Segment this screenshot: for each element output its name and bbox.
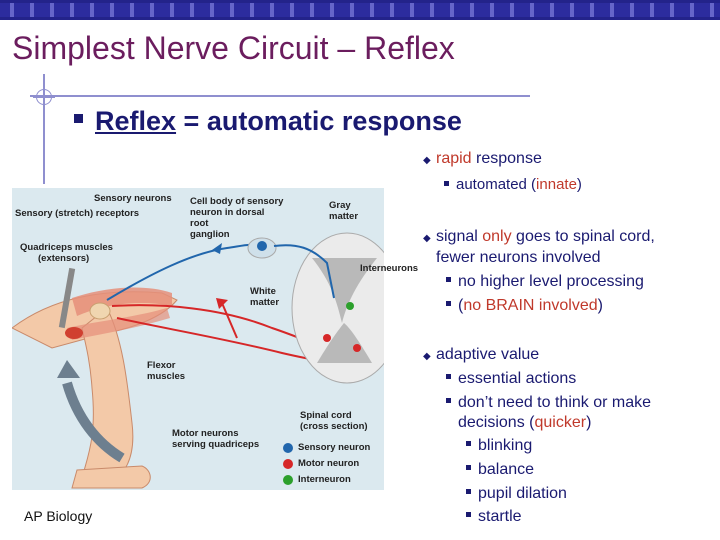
diamond-bullet-icon: ◆ bbox=[423, 155, 431, 166]
decorative-horizontal-line bbox=[30, 95, 530, 97]
diamond-bullet-icon: ◆ bbox=[423, 233, 431, 244]
sub-bullet-automated: automated (innate) bbox=[444, 176, 582, 193]
sub-bullet-dont-think: don’t need to think or make bbox=[446, 394, 651, 412]
bullet-signal: ◆signal only goes to spinal cord, bbox=[423, 228, 655, 245]
sub-bullet-no-brain: (no BRAIN involved) bbox=[446, 297, 603, 315]
footer-label: AP Biology bbox=[24, 508, 93, 524]
square-bullet-icon bbox=[446, 398, 451, 404]
sub-bullet-essential: essential actions bbox=[446, 370, 576, 388]
main-bullet-rest: = automatic response bbox=[176, 106, 462, 136]
main-bullet: Reflex = automatic response bbox=[74, 106, 462, 137]
bullet-rapid: ◆rapid response bbox=[423, 150, 542, 167]
sub-sub-bullet-balance: balance bbox=[466, 461, 534, 479]
square-bullet-icon bbox=[466, 489, 471, 495]
square-bullet-icon bbox=[466, 512, 471, 518]
label-spinal-cord-2: (cross section) bbox=[300, 421, 368, 432]
label-motor-neurons-1: Motor neurons bbox=[172, 428, 239, 439]
reflex-illustration bbox=[11, 232, 403, 489]
decorative-vertical-line bbox=[43, 74, 45, 184]
label-interneurons: Interneurons bbox=[360, 263, 419, 274]
crosshair-icon bbox=[33, 86, 55, 108]
square-bullet-icon bbox=[446, 277, 451, 283]
label-white-matter-1: White bbox=[250, 286, 276, 297]
sub-sub-bullet-pupil: pupil dilation bbox=[466, 485, 567, 503]
label-white-matter-2: matter bbox=[250, 297, 280, 308]
square-bullet-icon bbox=[444, 180, 449, 186]
label-flexor-2: muscles bbox=[147, 371, 186, 382]
sub-bullet-no-higher: no higher level processing bbox=[446, 273, 644, 291]
reflex-term: Reflex bbox=[95, 106, 177, 136]
top-banner bbox=[0, 0, 720, 20]
label-quadriceps-2: (extensors) bbox=[38, 253, 90, 264]
sub-sub-bullet-startle: startle bbox=[466, 508, 522, 526]
reflex-diagram: Sensory neurons Sensory (stretch) recept… bbox=[11, 188, 418, 490]
label-gray-matter-1: Gray bbox=[329, 200, 351, 211]
label-quadriceps-1: Quadriceps muscles bbox=[20, 242, 113, 253]
label-cell-body-1: Cell body of sensory bbox=[190, 196, 284, 207]
square-bullet-icon bbox=[446, 301, 451, 307]
label-sensory-neurons: Sensory neurons bbox=[94, 193, 172, 204]
diamond-bullet-icon: ◆ bbox=[423, 351, 431, 362]
banner-stripes bbox=[0, 3, 720, 17]
legend-motor: Motor neuron bbox=[298, 458, 360, 469]
label-gray-matter-2: matter bbox=[329, 211, 359, 222]
label-stretch-receptors: Sensory (stretch) receptors bbox=[15, 208, 140, 219]
label-cell-body-3: root bbox=[190, 218, 209, 229]
sub-bullet-dont-think-line2: decisions (quicker) bbox=[458, 414, 592, 431]
label-motor-neurons-2: serving quadriceps bbox=[172, 439, 260, 450]
square-bullet-icon bbox=[466, 465, 471, 471]
label-flexor-1: Flexor bbox=[147, 360, 176, 371]
bullet-signal-line2: fewer neurons involved bbox=[436, 249, 601, 266]
label-spinal-cord-1: Spinal cord bbox=[300, 410, 352, 421]
label-cell-body-2: neuron in dorsal bbox=[190, 207, 265, 218]
legend-interneuron: Interneuron bbox=[298, 474, 351, 485]
square-bullet-icon bbox=[74, 114, 83, 124]
square-bullet-icon bbox=[466, 441, 471, 447]
square-bullet-icon bbox=[446, 374, 451, 380]
slide-title: Simplest Nerve Circuit – Reflex bbox=[12, 30, 455, 66]
legend-sensory: Sensory neuron bbox=[298, 442, 371, 453]
bullet-adaptive: ◆adaptive value bbox=[423, 346, 540, 363]
sub-sub-bullet-blinking: blinking bbox=[466, 437, 532, 455]
label-cell-body-4: ganglion bbox=[190, 229, 230, 240]
